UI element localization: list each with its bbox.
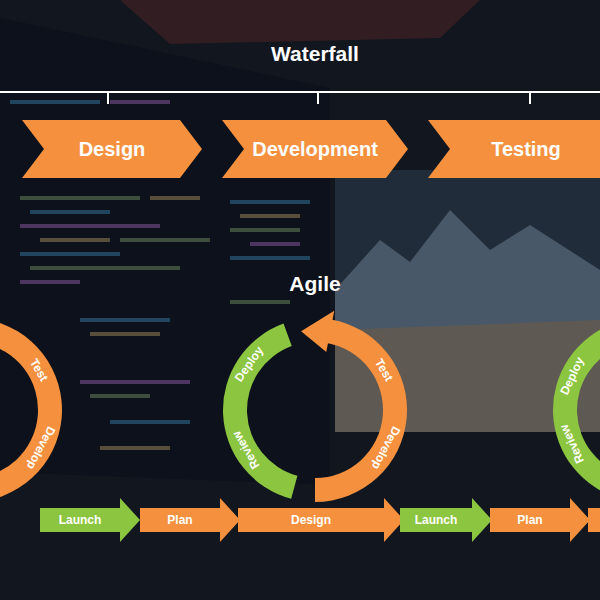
step-arrow: Launch [40, 498, 140, 542]
phase-chevron: Testing [428, 120, 600, 178]
photo-monitor [335, 170, 600, 432]
phase-label: Testing [491, 138, 561, 161]
chevron-outline [22, 120, 202, 178]
phase-chevron: Design [22, 120, 202, 178]
step-label: Design [291, 513, 331, 527]
timeline [0, 91, 600, 93]
arc-shape [0, 306, 74, 514]
label-box: Plan [140, 508, 220, 532]
arrow-outline [490, 498, 590, 542]
arrow-outline [40, 498, 140, 542]
step-label: Launch [59, 513, 102, 527]
phase-chevron: Development [222, 120, 408, 178]
phase-label: Development [252, 138, 378, 161]
label-box: Development [244, 120, 386, 178]
step-arrow: Launch [400, 498, 492, 542]
timeline-tick [529, 92, 531, 104]
cycle-arc: TestDevelop [0, 306, 74, 514]
label-box: Testing [450, 120, 600, 178]
arc-shape [211, 306, 419, 514]
step-arrow: Design [238, 498, 404, 542]
arc-arrowhead [301, 311, 334, 352]
label-box: Plan [490, 508, 570, 532]
chevron-outline [222, 120, 408, 178]
step-arrow: Plan [490, 498, 590, 542]
phase-label: Design [79, 138, 146, 161]
section-heading: Agile [165, 272, 465, 296]
cycle-arc: DeployReview [541, 306, 600, 514]
arrow-outline [238, 498, 404, 542]
ceiling [120, 0, 480, 44]
step-label: Launch [415, 513, 458, 527]
label-box: Launch [400, 508, 472, 532]
label-box: Launch [40, 508, 120, 532]
label-box: Design [44, 120, 180, 178]
arc-band [553, 324, 600, 499]
arc-band [223, 324, 297, 499]
step-arrow: Plan [140, 498, 240, 542]
label-box: Design [238, 508, 384, 532]
diagram-title: Waterfall [165, 42, 465, 66]
timeline-tick [317, 92, 319, 104]
timeline-tick [107, 92, 109, 104]
arrow-outline [400, 498, 492, 542]
arc-band [0, 319, 62, 502]
arc-band [315, 319, 407, 502]
arrow-outline [140, 498, 240, 542]
arc-shape [541, 306, 600, 514]
step-label: Plan [517, 513, 542, 527]
cycle-arc: TestDevelop [211, 306, 419, 514]
chevron-outline [428, 120, 600, 178]
step-label: Plan [167, 513, 192, 527]
